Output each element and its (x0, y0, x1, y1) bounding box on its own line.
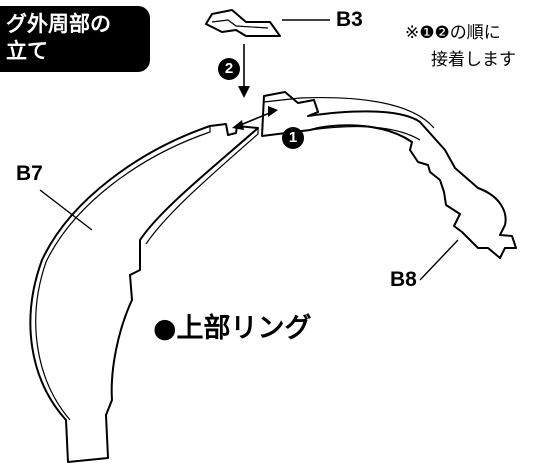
arrow-step-2-head (238, 86, 250, 98)
title-line-1: グ外周部の (6, 12, 111, 36)
title-line-2: 立て (6, 39, 48, 63)
arrow-step-1 (237, 111, 273, 127)
label-b8: B8 (390, 268, 417, 291)
step-2-badge: 2 (218, 58, 240, 80)
leader-b8 (419, 239, 459, 281)
label-b3: B3 (336, 8, 363, 31)
note-line-2: 接着します (431, 50, 516, 70)
step-1-badge: 1 (282, 127, 304, 149)
part-b8 (261, 91, 517, 259)
title-box: グ外周部の 立て (0, 6, 150, 72)
note-line-1: ※❶❷の順に (405, 23, 501, 43)
part-b7 (29, 123, 259, 463)
leader-lines (39, 19, 459, 281)
part-b3 (205, 9, 281, 37)
section-label: ●上部リング (153, 313, 312, 344)
arrow-step-1-head-a (232, 120, 244, 130)
order-note: ※❶❷の順に 接着します (405, 20, 516, 74)
label-b7: B7 (16, 162, 43, 185)
leader-b7 (39, 189, 93, 231)
arrow-step-1-head-b (268, 106, 278, 117)
assembly-arrows (232, 44, 278, 130)
